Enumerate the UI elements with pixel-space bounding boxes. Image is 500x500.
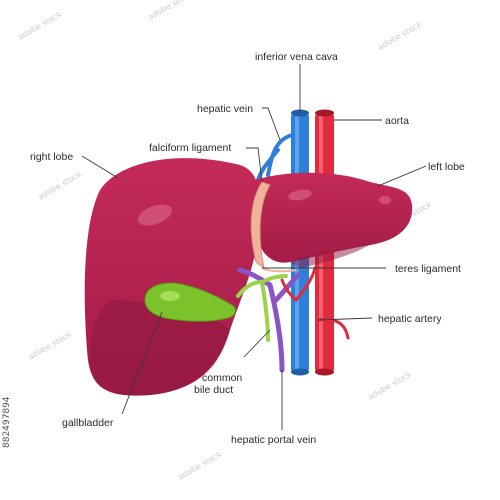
stock-id: 882497894	[2, 396, 12, 448]
label-hepatic-vein: hepatic vein	[197, 103, 253, 115]
label-left-lobe: left lobe	[428, 161, 465, 173]
common-bile-duct	[236, 274, 288, 342]
label-inferior-vena-cava: inferior vena cava	[255, 51, 338, 63]
left-lobe	[255, 172, 413, 263]
label-right-lobe: right lobe	[30, 151, 73, 163]
hepatic-portal-vein	[237, 267, 301, 373]
teres-ligament	[261, 267, 297, 273]
liver	[84, 158, 413, 396]
svg-text:adobe stock: adobe stock	[27, 329, 74, 361]
label-gallbladder: gallbladder	[62, 417, 114, 429]
label-teres-ligament: teres ligament	[395, 263, 461, 275]
label-hepatic-portal-vein: hepatic portal vein	[231, 434, 316, 446]
label-aorta: aorta	[385, 115, 409, 127]
svg-text:adobe stock: adobe stock	[147, 0, 194, 22]
label-falciform-ligament: falciform ligament	[149, 142, 231, 154]
label-hepatic-artery: hepatic artery	[378, 313, 442, 325]
svg-text:adobe stock: adobe stock	[37, 169, 84, 201]
label-common-bile-duct-1: common	[202, 372, 242, 384]
hepatic-vein	[256, 133, 294, 182]
svg-text:adobe stock: adobe stock	[177, 449, 224, 481]
svg-text:adobe stock: adobe stock	[377, 19, 424, 51]
label-common-bile-duct-2: bile duct	[194, 384, 233, 396]
svg-text:adobe stock: adobe stock	[367, 369, 414, 401]
svg-text:adobe stock: adobe stock	[17, 9, 64, 41]
leader-lines	[81, 64, 427, 430]
